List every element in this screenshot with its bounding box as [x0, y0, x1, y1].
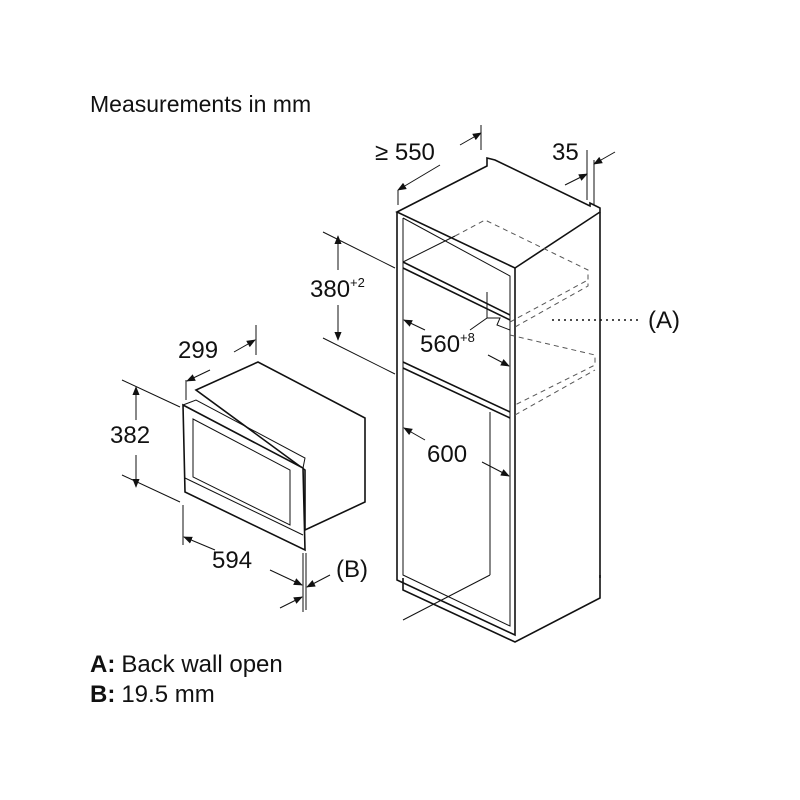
- appliance-height-dimension: 382: [110, 379, 181, 503]
- niche-width-dimension: 560+8: [403, 319, 510, 367]
- cabinet-offset-dimension: 35: [552, 139, 616, 205]
- gap-b-dimension: (B): [279, 556, 368, 609]
- appliance-height-label: 382: [110, 422, 150, 449]
- niche-height-dimension: 380+2: [310, 231, 396, 375]
- niche-width-label: 560+8: [420, 330, 475, 358]
- cabinet-width-dimension: 600: [403, 427, 510, 477]
- cabinet-width-label: 600: [427, 441, 467, 468]
- diagram-title: Measurements in mm: [90, 91, 311, 117]
- cabinet-depth-label: ≥ 550: [375, 139, 435, 166]
- legend-item-a: A:Back wall open: [90, 651, 283, 678]
- appliance-depth-label: 299: [178, 337, 218, 364]
- appliance-depth-dimension: 299: [178, 325, 257, 400]
- legend: A:Back wall open B:19.5 mm: [90, 651, 283, 708]
- appliance-width-dimension: 594: [182, 505, 307, 612]
- back-wall-callout: (A): [552, 307, 680, 334]
- niche-height-label: 380+2: [310, 275, 365, 303]
- microwave-appliance: [182, 361, 366, 552]
- cabinet-offset-label: 35: [552, 139, 579, 166]
- label-b: (B): [336, 556, 368, 583]
- appliance-width-label: 594: [212, 547, 252, 574]
- cabinet-depth-dimension: ≥ 550: [375, 125, 482, 205]
- tall-cabinet: [395, 156, 601, 643]
- label-a: (A): [648, 307, 680, 334]
- legend-item-b: B:19.5 mm: [90, 681, 215, 708]
